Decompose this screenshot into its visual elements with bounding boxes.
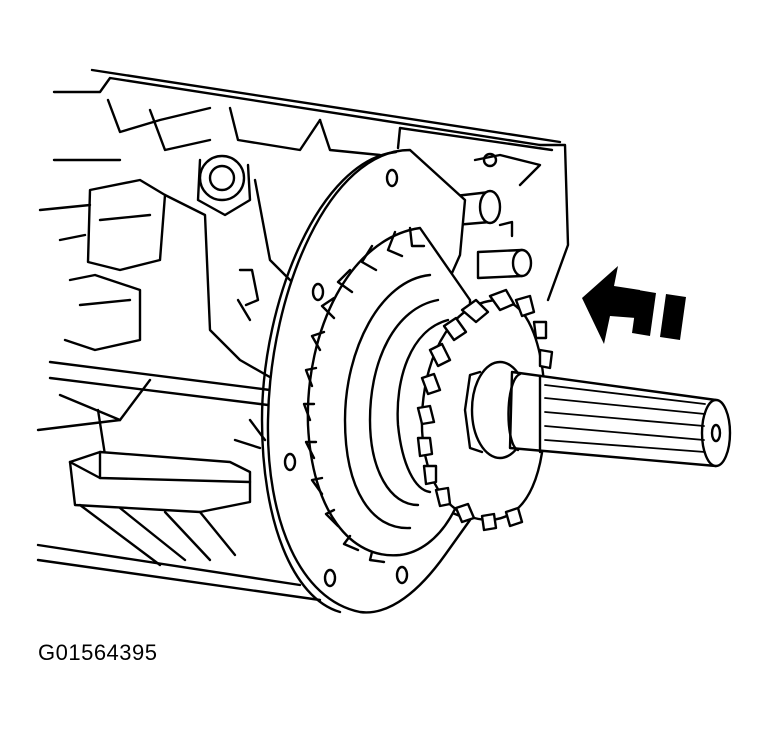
arrow-left-dashed-icon (582, 266, 686, 344)
spur-gear (416, 288, 554, 532)
figure-code: G01564395 (38, 640, 158, 665)
output-shaft (507, 370, 732, 468)
